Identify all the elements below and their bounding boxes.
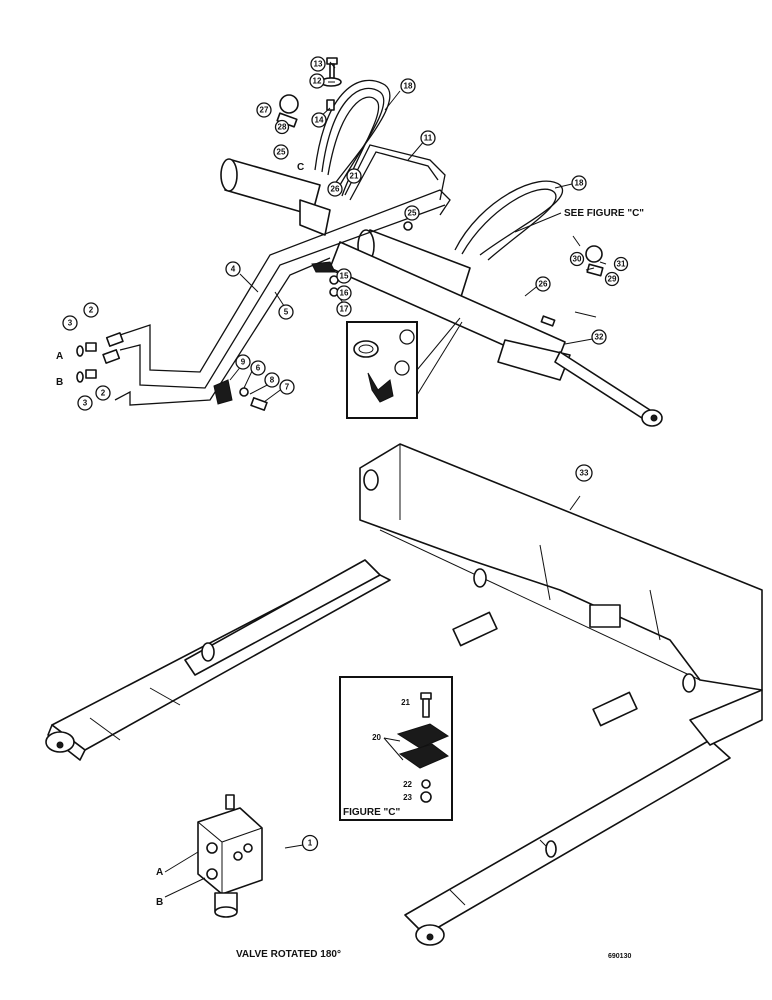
control-valve bbox=[197, 794, 263, 918]
callout-30: 32 bbox=[591, 329, 607, 345]
svg-text:14: 14 bbox=[315, 116, 324, 125]
svg-text:15: 15 bbox=[340, 272, 349, 281]
callout-21-figc: 22 bbox=[403, 780, 412, 789]
callout-1: 1 bbox=[301, 834, 319, 852]
callout-8: 8 bbox=[264, 372, 280, 388]
svg-text:13: 13 bbox=[314, 60, 323, 69]
callout-24-lower: 26 bbox=[535, 276, 551, 292]
svg-text:3: 3 bbox=[68, 319, 73, 328]
callout-23-lower: 25 bbox=[404, 205, 420, 221]
callout-16: 16 bbox=[336, 285, 352, 301]
port-label-a-valve: A bbox=[156, 867, 163, 878]
see-figure-c-label: SEE FIGURE "C" bbox=[564, 208, 644, 219]
svg-text:33: 33 bbox=[580, 469, 589, 478]
callout-28: 30 bbox=[569, 251, 585, 267]
svg-text:21: 21 bbox=[350, 172, 359, 181]
callout-5: 5 bbox=[278, 304, 294, 320]
callout-23-upper: 25 bbox=[273, 144, 289, 160]
callout-31: 33 bbox=[575, 464, 593, 482]
callout-20-main: 21 bbox=[346, 168, 362, 184]
figure-c-inset bbox=[339, 676, 453, 821]
svg-text:27: 27 bbox=[260, 106, 269, 115]
callout-19-figc: 20 bbox=[372, 733, 381, 742]
dozer-blade-frame bbox=[45, 443, 763, 946]
svg-text:11: 11 bbox=[424, 134, 433, 143]
callout-11: 11 bbox=[420, 130, 436, 146]
callout-18-upper: 18 bbox=[400, 78, 416, 94]
callout-13: 13 bbox=[310, 56, 326, 72]
svg-text:5: 5 bbox=[284, 308, 289, 317]
svg-text:32: 32 bbox=[595, 333, 604, 342]
callout-3-lower: 3 bbox=[77, 395, 93, 411]
callout-6: 6 bbox=[250, 360, 266, 376]
svg-text:28: 28 bbox=[278, 123, 287, 132]
svg-text:26: 26 bbox=[539, 280, 548, 289]
callout-33 bbox=[399, 329, 415, 345]
callout-18-lower: 18 bbox=[571, 175, 587, 191]
text-labels: SEE FIGURE "C" FIGURE "C" VALVE ROTATED … bbox=[56, 162, 644, 960]
svg-text:8: 8 bbox=[270, 376, 275, 385]
callout-7: 7 bbox=[279, 379, 295, 395]
callout-20-figc: 21 bbox=[401, 698, 410, 707]
svg-text:18: 18 bbox=[404, 82, 413, 91]
callout-32 bbox=[394, 360, 410, 376]
callout-14: 14 bbox=[311, 112, 327, 128]
svg-text:17: 17 bbox=[340, 305, 349, 314]
svg-text:9: 9 bbox=[241, 358, 246, 367]
callout-27: 29 bbox=[604, 271, 620, 287]
callout-26: 28 bbox=[274, 119, 290, 135]
svg-text:25: 25 bbox=[277, 148, 286, 157]
port-label-c: C bbox=[297, 162, 304, 173]
callout-4: 4 bbox=[225, 261, 241, 277]
callout-bubbles: 1 2 2 3 3 4 5 6 7 8 9 11 12 13 14 15 16 … bbox=[62, 56, 629, 852]
callout-17: 17 bbox=[336, 301, 352, 317]
callout-9: 9 bbox=[235, 354, 251, 370]
valve-rotated-label: VALVE ROTATED 180° bbox=[236, 949, 341, 960]
svg-text:6: 6 bbox=[256, 364, 261, 373]
callout-22-figc: 23 bbox=[403, 793, 412, 802]
callout-2-upper: 2 bbox=[83, 302, 99, 318]
svg-text:2: 2 bbox=[101, 389, 106, 398]
callout-3-upper: 3 bbox=[62, 315, 78, 331]
callout-29: 31 bbox=[613, 256, 629, 272]
svg-text:25: 25 bbox=[408, 209, 417, 218]
svg-text:12: 12 bbox=[313, 77, 322, 86]
svg-text:16: 16 bbox=[340, 289, 349, 298]
svg-text:29: 29 bbox=[608, 275, 617, 284]
drawing-number: 690130 bbox=[608, 953, 631, 960]
callout-2-lower: 2 bbox=[95, 385, 111, 401]
svg-text:26: 26 bbox=[331, 185, 340, 194]
svg-text:3: 3 bbox=[83, 399, 88, 408]
port-label-b-upper: B bbox=[56, 377, 63, 388]
svg-text:2: 2 bbox=[89, 306, 94, 315]
figure-c-label: FIGURE "C" bbox=[343, 807, 401, 818]
port-label-b-valve: B bbox=[156, 897, 163, 908]
callout-24-upper: 26 bbox=[327, 181, 343, 197]
svg-text:18: 18 bbox=[575, 179, 584, 188]
callout-25: 27 bbox=[256, 102, 272, 118]
callout-12: 12 bbox=[309, 73, 325, 89]
svg-text:31: 31 bbox=[617, 260, 626, 269]
svg-text:1: 1 bbox=[308, 839, 313, 848]
hydraulic-cylinder-assembly bbox=[76, 57, 663, 427]
port-label-a-upper: A bbox=[56, 351, 63, 362]
callout-15: 15 bbox=[336, 268, 352, 284]
svg-text:7: 7 bbox=[285, 383, 290, 392]
svg-text:30: 30 bbox=[573, 255, 582, 264]
svg-text:4: 4 bbox=[231, 265, 236, 274]
